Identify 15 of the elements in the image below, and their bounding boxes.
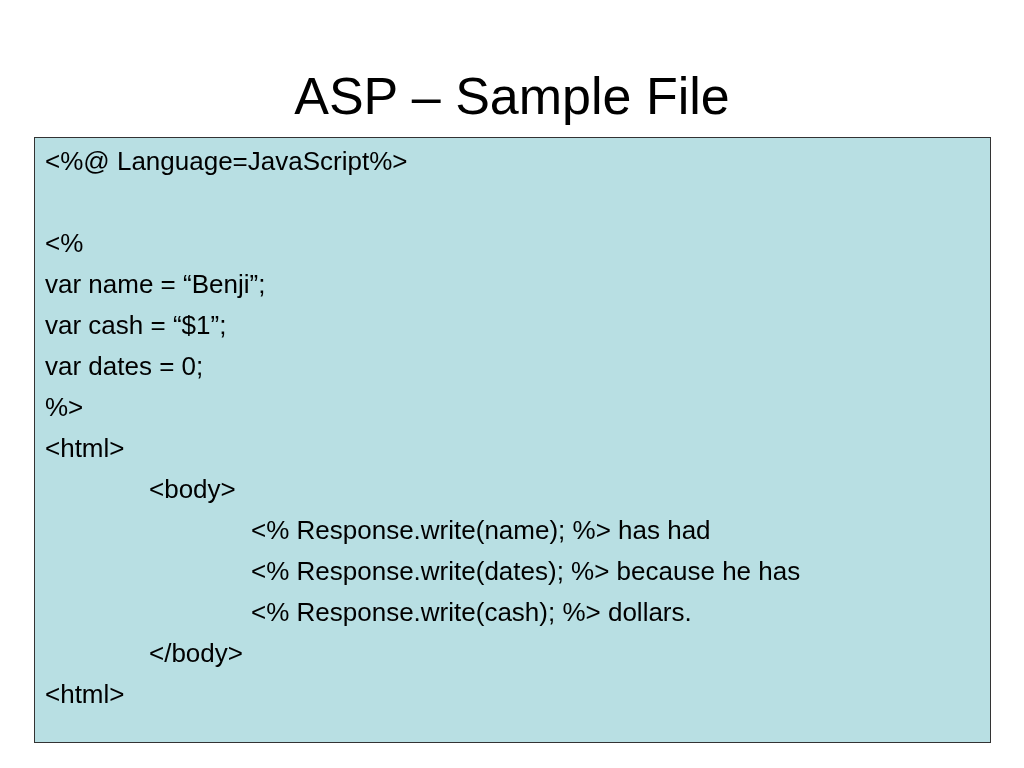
code-line: var name = “Benji”; [45, 268, 266, 300]
slide-title: ASP – Sample File [293, 66, 731, 126]
code-line: <html> [45, 678, 125, 710]
code-line: <body> [149, 473, 236, 505]
code-line: </body> [149, 637, 243, 669]
code-line: <html> [45, 432, 125, 464]
code-line: <% Response.write(cash); %> dollars. [251, 596, 692, 628]
code-line: <% [45, 227, 84, 259]
code-line: var dates = 0; [45, 350, 204, 382]
code-line: <% Response.write(dates); %> because he has [251, 555, 801, 587]
code-line: var cash = “$1”; [45, 309, 227, 341]
code-panel [34, 137, 991, 743]
code-line: <% Response.write(name); %> has had [251, 514, 711, 546]
code-line: %> [45, 391, 84, 423]
code-line: <%@ Language=JavaScript%> [45, 145, 408, 177]
